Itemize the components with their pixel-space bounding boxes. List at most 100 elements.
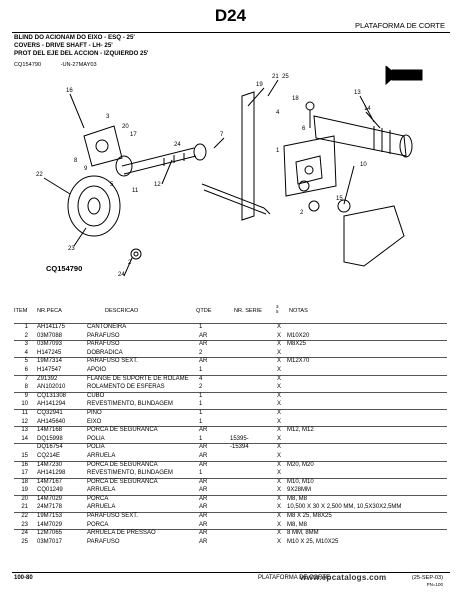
item-cell: 8 bbox=[24, 384, 28, 391]
quantity-cell: 1 bbox=[199, 366, 203, 373]
svg-text:3: 3 bbox=[106, 114, 110, 120]
model-mark-cell: X bbox=[277, 409, 282, 416]
ref-date: -UN-27MAY03 bbox=[60, 62, 97, 68]
description-cell: PARAFUSO SEXT. bbox=[87, 358, 138, 365]
model-mark-cell: X bbox=[277, 504, 282, 511]
part-number-cell: H147547 bbox=[37, 366, 62, 373]
model-mark-cell: X bbox=[277, 444, 282, 451]
description-cell: ARRUELA bbox=[87, 487, 116, 494]
page-title: D24 bbox=[214, 6, 247, 25]
notes-cell: M8, M8 bbox=[287, 521, 308, 528]
item-cell: 9 bbox=[24, 392, 28, 399]
svg-text:7: 7 bbox=[220, 132, 224, 138]
title-line-english: COVERS - DRIVE SHAFT - LH- 25' bbox=[14, 42, 113, 49]
svg-text:18: 18 bbox=[292, 96, 299, 102]
quantity-cell: AR bbox=[199, 461, 208, 468]
part-number-cell: AH141175 bbox=[37, 324, 65, 330]
footer-page-ref: 100-80 bbox=[14, 575, 33, 581]
item-cell: 16 bbox=[21, 461, 28, 468]
item-cell: 12 bbox=[21, 418, 28, 425]
description-cell: PARAFUSO bbox=[87, 538, 120, 545]
model-mark-cell: X bbox=[277, 392, 282, 399]
part-number-cell: 14M7167 bbox=[37, 478, 63, 485]
quantity-cell: AR bbox=[199, 332, 208, 339]
part-number-cell: Z91392 bbox=[37, 375, 58, 382]
svg-text:4: 4 bbox=[276, 110, 280, 116]
svg-text:13: 13 bbox=[354, 90, 361, 96]
part-number-cell: DQ15998 bbox=[37, 435, 63, 442]
part-number-cell: 03M7093 bbox=[37, 341, 63, 348]
part-number-cell: CQ01249 bbox=[37, 487, 63, 494]
svg-text:2: 2 bbox=[300, 210, 304, 216]
col-notes: NOTAS bbox=[289, 308, 308, 314]
svg-text:22: 22 bbox=[36, 172, 43, 178]
part-number-cell: AH141294 bbox=[37, 401, 66, 408]
part-number-cell: AH141298 bbox=[37, 470, 66, 477]
model-mark-cell: X bbox=[277, 538, 282, 545]
item-cell: 19 bbox=[21, 487, 28, 494]
model-mark-cell: X bbox=[277, 495, 282, 502]
item-cell: 23 bbox=[21, 521, 28, 528]
col-qty: QTDE bbox=[196, 308, 212, 314]
quantity-cell: 1 bbox=[199, 409, 203, 416]
description-cell: ROLAMENTO DE ESFERAS bbox=[87, 384, 165, 391]
item-cell: 15 bbox=[21, 452, 28, 459]
footer-section: PLATAFORMA DE CORTE bbox=[258, 575, 331, 581]
model-mark-cell: X bbox=[277, 341, 282, 348]
col-part: NR.PECA bbox=[37, 308, 62, 314]
quantity-cell: AR bbox=[199, 452, 208, 459]
description-cell: ARRUELA bbox=[87, 452, 116, 459]
quantity-cell: 4 bbox=[199, 375, 203, 382]
item-cell: 22 bbox=[21, 513, 28, 520]
svg-text:25: 25 bbox=[282, 74, 289, 80]
part-number-cell: 24M7178 bbox=[37, 504, 63, 511]
description-cell: FLANGE DE SUPORTE DE ROLAME bbox=[87, 375, 189, 382]
col-desc: DESCRICAO bbox=[105, 308, 139, 314]
svg-text:24: 24 bbox=[118, 272, 125, 278]
part-number-cell: H147245 bbox=[37, 349, 62, 356]
model-mark-cell: X bbox=[277, 427, 282, 434]
svg-text:14: 14 bbox=[364, 106, 371, 112]
quantity-cell: 1 bbox=[199, 392, 203, 399]
svg-text:24: 24 bbox=[174, 142, 181, 148]
footer-code: PN=100 bbox=[426, 582, 443, 587]
quantity-cell: 1 bbox=[199, 435, 203, 442]
quantity-cell: AR bbox=[199, 538, 208, 545]
description-cell: CANTONEIRA bbox=[87, 324, 127, 330]
item-cell: 25 bbox=[21, 538, 28, 545]
quantity-cell: AR bbox=[199, 487, 208, 494]
part-number-cell: CQ32941 bbox=[37, 409, 63, 416]
part-number-cell: AN102010 bbox=[37, 384, 66, 391]
quantity-cell: AR bbox=[199, 358, 208, 365]
quantity-cell: AR bbox=[199, 521, 208, 528]
model-mark-cell: X bbox=[277, 384, 282, 391]
model-mark-cell: X bbox=[277, 521, 282, 528]
item-cell: 4 bbox=[24, 349, 28, 356]
quantity-cell: AR bbox=[199, 478, 208, 485]
ref-code: CQ154790 bbox=[14, 62, 42, 68]
description-cell: PARAFUSO SEXT. bbox=[87, 513, 138, 520]
description-cell: PINO bbox=[87, 409, 102, 416]
col-item: ITEM bbox=[14, 308, 28, 314]
quantity-cell: 2 bbox=[199, 384, 203, 391]
item-cell: 11 bbox=[21, 409, 28, 416]
svg-text:20: 20 bbox=[122, 124, 129, 130]
svg-text:19: 19 bbox=[256, 82, 263, 88]
